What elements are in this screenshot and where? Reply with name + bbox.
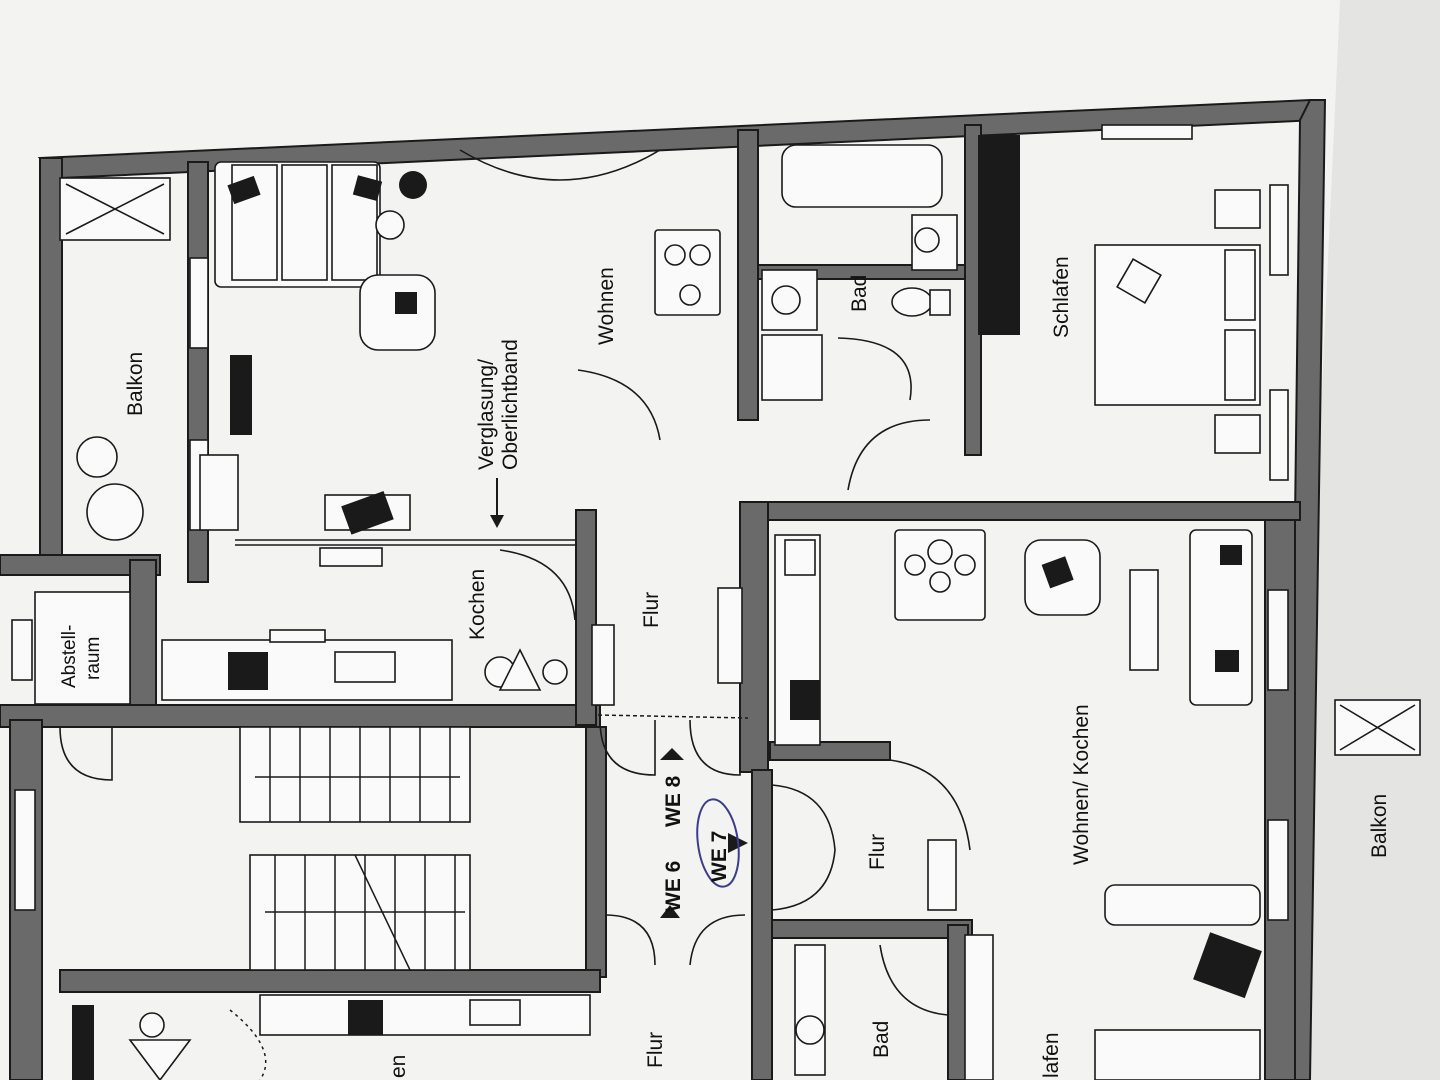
lower-kitchen (72, 994, 591, 1080)
label-we7: WE 7 (708, 831, 731, 882)
label-wohnen-kochen: Wohnen/ Kochen (1070, 704, 1093, 865)
label-we6: WE 6 (662, 861, 685, 912)
label-abstell-2: raum (83, 637, 104, 680)
label-flur-bottom: Flur (644, 1032, 667, 1068)
flur-top (597, 587, 749, 719)
label-verglasung-1: Verglasung/ (475, 359, 498, 470)
label-flur-mid: Flur (866, 834, 889, 870)
unit-doors (490, 478, 748, 966)
label-flur-top: Flur (640, 592, 663, 628)
abstellraum (34, 591, 131, 781)
lower-bad (794, 934, 1261, 1080)
staircase (239, 726, 471, 971)
schlafen-top (847, 189, 1261, 491)
bad-top (761, 144, 958, 401)
label-balkon-right: Balkon (1368, 794, 1391, 858)
label-wohnen: Wohnen (595, 267, 618, 345)
we7-circle (696, 798, 740, 888)
paper-shadow (1290, 0, 1440, 1080)
wardrobe (978, 135, 1020, 335)
lower-flat (771, 529, 1421, 999)
label-bad-top: Bad (848, 275, 871, 312)
balkon-top (59, 177, 171, 541)
wohnen-furniture (199, 149, 721, 567)
label-schlafen-bottom: lafen (1040, 1032, 1063, 1078)
kochen-top (161, 369, 661, 706)
label-verglasung-2: Oberlichtband (499, 339, 522, 470)
label-bad-bottom: Bad (870, 1021, 893, 1058)
label-kochen-top: Kochen (466, 569, 489, 640)
unit-labels: WE 6 WE 7 WE 8 (662, 775, 731, 912)
room-labels: Balkon Wohnen Verglasung/ Oberlichtband … (59, 256, 1391, 1078)
label-kochen-bottom: en (387, 1055, 410, 1078)
label-schlafen-top: Schlafen (1050, 256, 1073, 338)
label-balkon-top: Balkon (124, 352, 147, 416)
label-we8: WE 8 (662, 775, 685, 827)
label-abstell-1: Abstell- (59, 625, 80, 688)
